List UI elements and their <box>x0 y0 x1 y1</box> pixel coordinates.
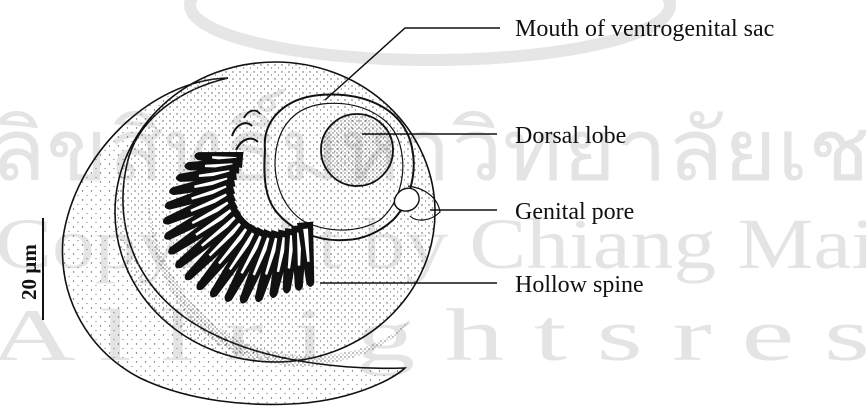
label-mouth-of-ventrogenital-sac: Mouth of ventrogenital sac <box>515 16 774 42</box>
label-genital-pore: Genital pore <box>515 199 634 225</box>
scale-bar-label: 20 µm <box>17 244 41 300</box>
dorsal-lobe <box>321 114 393 186</box>
label-hollow-spine: Hollow spine <box>515 272 644 298</box>
label-dorsal-lobe: Dorsal lobe <box>515 123 626 149</box>
inner-body-oval <box>115 62 435 362</box>
